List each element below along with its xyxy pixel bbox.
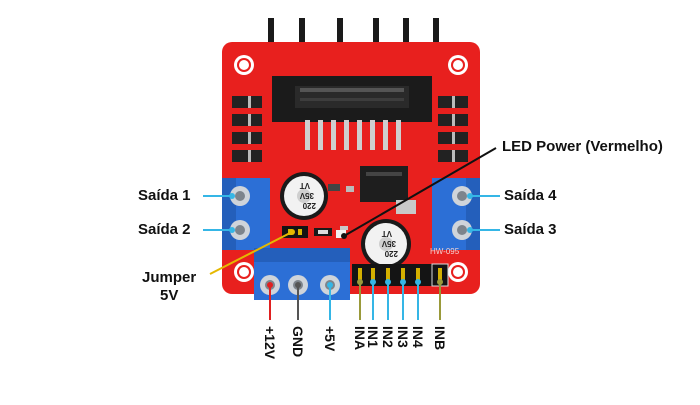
label-jumper: Jumper bbox=[142, 269, 197, 286]
board-model-text: HW-095 bbox=[430, 247, 460, 256]
label-saida-2: Saída 2 bbox=[138, 221, 191, 238]
pointer-lines bbox=[203, 147, 500, 320]
cap-left-text-3: VT bbox=[300, 181, 310, 190]
label-saida-4: Saída 4 bbox=[504, 187, 557, 204]
chip-pins bbox=[305, 120, 401, 150]
diodes-right bbox=[438, 96, 468, 162]
pin-label-5v: +5V bbox=[322, 326, 338, 352]
pin-label-gnd: GND bbox=[290, 326, 306, 358]
mounting-holes bbox=[234, 55, 468, 282]
label-saida-1: Saída 1 bbox=[138, 187, 191, 204]
pin-label-in4: IN4 bbox=[410, 326, 426, 348]
cap-left-text-2: 35V bbox=[299, 191, 314, 200]
cap-right-text-3: VT bbox=[382, 229, 392, 238]
capacitor-right: 220 35V VT bbox=[361, 219, 411, 269]
control-header bbox=[352, 263, 449, 287]
cap-left-text-1: 220 bbox=[302, 201, 316, 210]
terminal-power bbox=[254, 248, 350, 300]
label-jumper-5v: 5V bbox=[160, 287, 179, 304]
label-saida-3: Saída 3 bbox=[504, 221, 557, 238]
l298n-chip bbox=[272, 76, 432, 122]
smd-components bbox=[314, 184, 354, 238]
label-led-power: LED Power (Vermelho) bbox=[502, 138, 663, 155]
pin-label-in1: IN1 bbox=[365, 326, 381, 348]
terminal-left bbox=[222, 178, 270, 250]
pin-label-inb: INB bbox=[432, 326, 448, 351]
cap-right-text-2: 35V bbox=[381, 239, 396, 248]
pin-label-12v: +12V bbox=[262, 326, 278, 360]
pin-label-in2: IN2 bbox=[380, 326, 396, 348]
pin-label-in3: IN3 bbox=[395, 326, 411, 348]
diodes-left bbox=[232, 96, 262, 162]
terminal-right bbox=[432, 178, 480, 250]
cap-right-text-1: 220 bbox=[384, 249, 398, 258]
capacitor-left: 220 35V VT bbox=[280, 172, 328, 220]
